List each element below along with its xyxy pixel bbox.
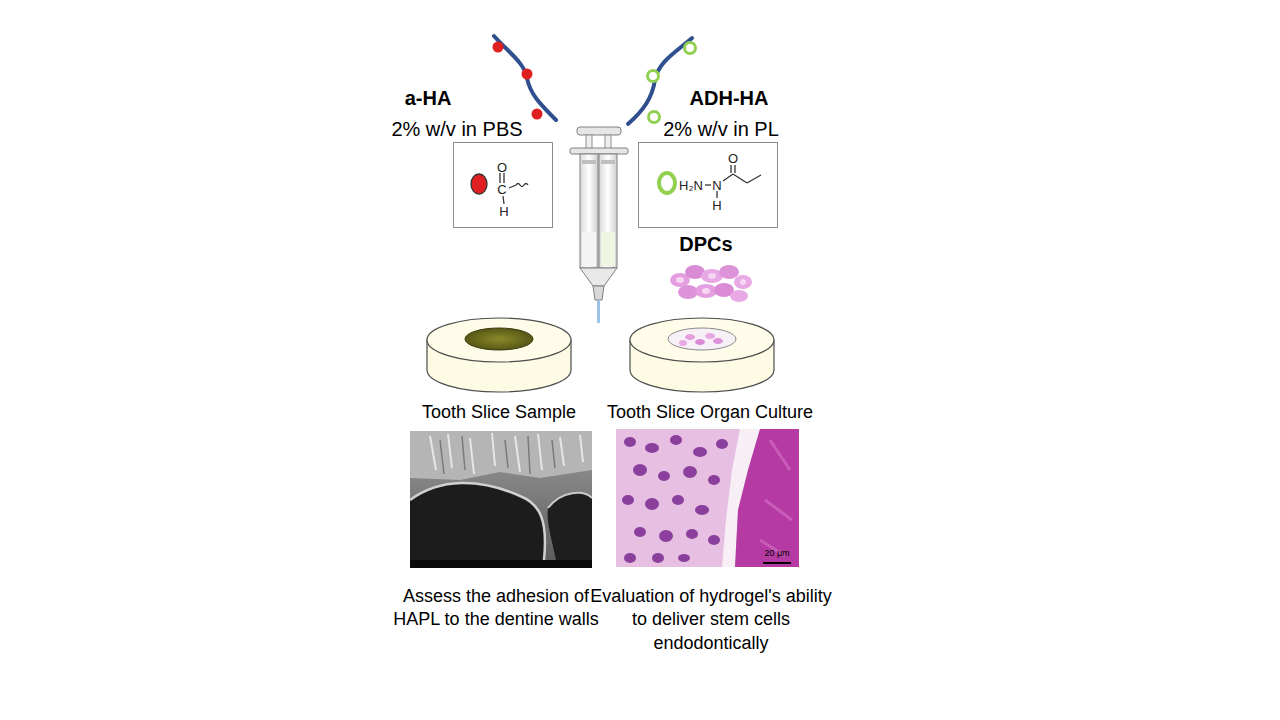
cell-label: DPCs [656,231,756,257]
atom-symbol: C [497,183,506,196]
polymer-strand [494,36,556,120]
atom-symbol: N [712,179,721,192]
scale-bar-label: 20 μm [757,548,797,560]
aldehyde-dot [532,109,543,120]
structure-box: O H₂N NH [638,142,778,228]
sample-label: Tooth Slice Sample [379,401,619,424]
material-name: ADH-HA [659,85,799,111]
hydrazide-ring [685,43,696,54]
double-syringe [570,127,628,323]
atom-symbol: H [712,199,721,212]
chemical-structure [639,143,779,229]
polymer-strand [628,38,692,124]
tooth-slice-culture [630,318,774,392]
histology-micrograph [616,429,799,567]
panel-caption: Assess the adhesion of HAPL to the denti… [390,585,602,632]
sem-micrograph [410,431,592,568]
cell-cluster [670,265,752,302]
atom-symbol: O [728,152,738,165]
concentration-note: 2% w/v in PBS [362,116,552,142]
panel-caption: Evaluation of hydrogel's ability to deli… [588,585,834,655]
aldehyde-dot [493,42,504,53]
atom-symbol: H₂N [679,179,703,192]
concentration-note: 2% w/v in PL [626,116,816,142]
tooth-slice [427,318,571,392]
aldehyde-dot [522,69,533,80]
hydrazide-ring [648,71,659,82]
atom-symbol: O [497,161,507,174]
sample-label: Tooth Slice Organ Culture [575,401,845,424]
hydrazide-ring [649,112,660,123]
atom-symbol: H [499,205,508,218]
material-name: a-HA [358,85,498,111]
structure-box: OCH [453,142,553,228]
